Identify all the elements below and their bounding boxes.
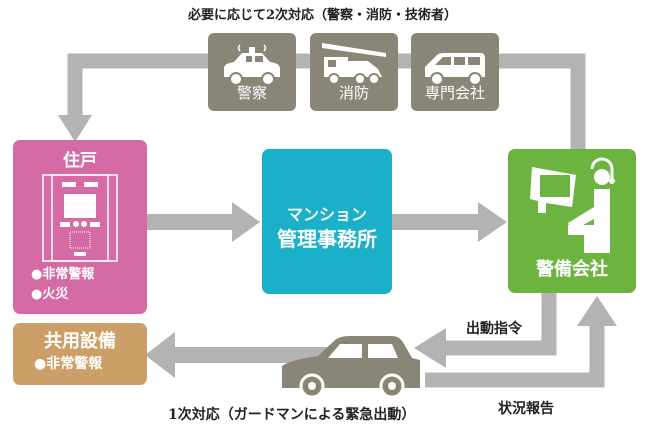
vehicle-label: 専門会社 — [424, 84, 485, 102]
residence-item: ●火災 — [31, 287, 69, 302]
arrow-report — [425, 318, 605, 388]
common-item: ●非常警報 — [34, 356, 103, 372]
management-office-box: マンション 管理事務所 — [262, 149, 392, 294]
vehicle-label: 警察 — [236, 84, 267, 102]
vehicle-label: 消防 — [338, 84, 369, 102]
management-line2: 管理事務所 — [277, 227, 377, 251]
arrow-residence-to-mgmt — [147, 214, 235, 230]
intercom-panel-icon — [42, 174, 118, 262]
vehicle-tile-company: 専門会社 — [411, 33, 499, 111]
arrow-head-residence — [58, 115, 92, 142]
guard-car-icon — [282, 336, 420, 399]
fire-truck-icon — [322, 43, 386, 85]
first-response-label: 1次対応（ガードマンによる緊急出動） — [168, 407, 416, 423]
police-car-icon — [224, 44, 280, 86]
residence-item: ●非常警報 — [31, 267, 95, 282]
residence-heading: 住戸 — [63, 151, 97, 171]
vehicle-tile-fire: 消防 — [310, 33, 398, 111]
common-facility-box: 共用設備 ●非常警報 — [13, 323, 147, 385]
residence-box: 住戸 ●非常警報 ●火災 — [13, 140, 147, 314]
report-label: 状況報告 — [498, 401, 554, 417]
security-label: 警備会社 — [536, 259, 608, 280]
arrow-dispatch — [440, 293, 557, 356]
vehicle-tile-police: 警察 — [208, 33, 296, 111]
arrow-mgmt-to-security — [392, 214, 480, 230]
secondary-response-title: 必要に応じて2次対応（警察・消防・技術者） — [187, 8, 458, 23]
operator-icon — [530, 157, 615, 253]
management-line1: マンション — [286, 205, 367, 224]
van-icon — [425, 53, 485, 86]
common-heading: 共用設備 — [44, 331, 116, 352]
arrow-car-to-common — [170, 347, 330, 363]
security-company-box: 警備会社 — [508, 149, 636, 293]
dispatch-label: 出動指令 — [466, 321, 522, 337]
